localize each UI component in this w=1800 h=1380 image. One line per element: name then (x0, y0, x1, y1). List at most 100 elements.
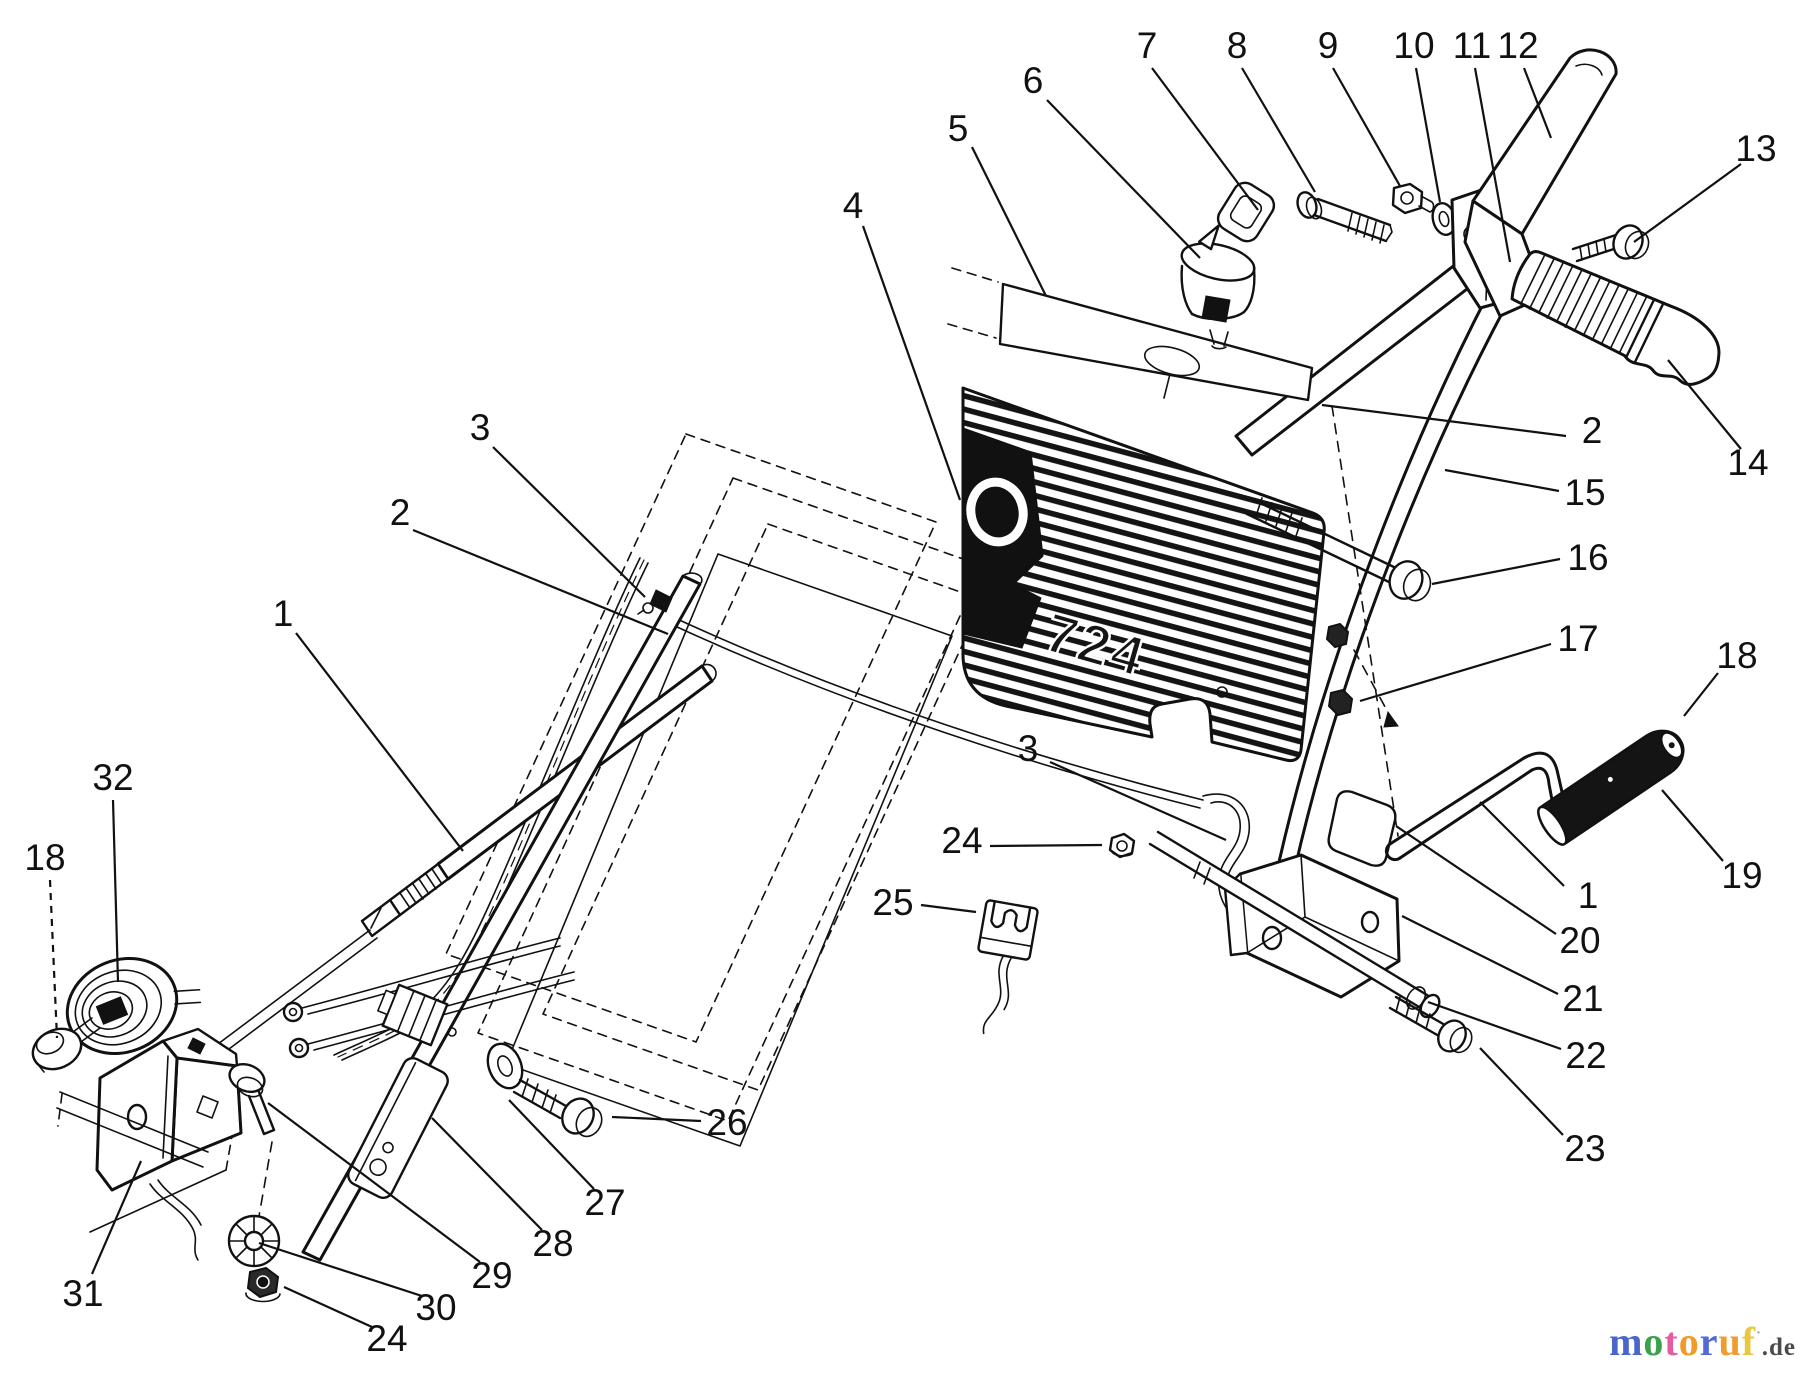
leader-line-9 (1332, 67, 1401, 187)
clamp-block (377, 983, 449, 1047)
nut-17 (1325, 622, 1399, 728)
leader-line-2 (412, 528, 669, 636)
flange-nut-24-mid (1108, 832, 1136, 859)
leader-line-27 (508, 1099, 595, 1190)
callout-8: 8 (1227, 25, 1248, 66)
washer-27 (486, 1042, 524, 1090)
toro-logo-letter-o (966, 477, 1028, 547)
leader-line-11 (1473, 67, 1512, 263)
leader-line-23 (1479, 1047, 1564, 1136)
mount-bracket-21 (1223, 853, 1401, 999)
callout-27: 27 (584, 1182, 625, 1223)
cable-conduit (333, 557, 649, 1061)
callout-18: 18 (1716, 635, 1757, 676)
leader-line-29 (267, 1102, 481, 1263)
ignition-key (1197, 181, 1276, 251)
leader-line-14 (1667, 359, 1742, 450)
callout-24: 24 (366, 1318, 407, 1359)
cap-18-left (31, 1027, 83, 1073)
leader-line-2 (1321, 403, 1567, 438)
callout-32: 32 (92, 757, 133, 798)
callout-4: 4 (843, 185, 864, 226)
callout-20: 20 (1559, 920, 1600, 961)
leader-line-22 (1427, 1000, 1562, 1051)
callout-16: 16 (1567, 537, 1608, 578)
callout-9: 9 (1318, 25, 1339, 66)
leader-line-10 (1414, 67, 1442, 203)
leader-line-20 (1395, 825, 1557, 935)
callout-12: 12 (1497, 25, 1538, 66)
callout-25: 25 (872, 882, 913, 923)
watermark-letter: o (1678, 1319, 1700, 1364)
control-panel-strip (947, 267, 1314, 402)
leader-line-5 (971, 146, 1047, 297)
leader-line-3 (1049, 760, 1227, 842)
engine-cover: 724 (961, 386, 1326, 762)
callout-23: 23 (1564, 1128, 1605, 1169)
callout-14: 14 (1727, 442, 1768, 483)
watermark-letter: f (1741, 1319, 1757, 1364)
callout-28: 28 (532, 1223, 573, 1264)
callout-26: 26 (706, 1102, 747, 1143)
flange-nut-24-bottom (245, 1266, 281, 1303)
bolt-16 (1245, 497, 1432, 602)
leader-line-8 (1241, 67, 1316, 193)
hand-grip-14 (1510, 250, 1721, 386)
watermark-letter: t (1664, 1319, 1679, 1364)
callout-29: 29 (471, 1255, 512, 1296)
carriage-bolt-29 (228, 1062, 276, 1223)
control-cable (661, 611, 1204, 809)
watermark-letter: m (1609, 1319, 1644, 1364)
callout-3: 3 (470, 407, 491, 448)
flat-plate-28 (347, 1056, 449, 1200)
leader-line-1 (295, 632, 464, 852)
callout-10: 10 (1393, 25, 1434, 66)
callout-19: 19 (1721, 855, 1762, 896)
callout-7: 7 (1137, 25, 1158, 66)
callout-30: 30 (415, 1287, 456, 1328)
upper-handle-bent-tube-12 (1471, 48, 1618, 236)
dashed-panel-outlines (445, 433, 984, 1147)
callout-22: 22 (1565, 1035, 1606, 1076)
callout-6: 6 (1023, 60, 1044, 101)
bolt-23 (1388, 995, 1473, 1054)
ignition-switch (1180, 242, 1256, 350)
leader-line-26 (611, 1115, 702, 1123)
u-bracket-31 (95, 1027, 243, 1192)
leader-line-32 (111, 799, 120, 983)
callout-18: 18 (24, 837, 65, 878)
cable-clamp-bolt (649, 589, 673, 613)
phantom-mount-plate (56, 1091, 233, 1261)
leader-line-16 (1431, 557, 1561, 586)
callout-1: 1 (1578, 875, 1599, 916)
leader-line-18 (48, 879, 59, 1039)
watermark-letter: u (1718, 1319, 1742, 1364)
leader-line-31 (90, 1160, 143, 1275)
leader-line-25 (920, 903, 977, 914)
leader-line-24 (989, 843, 1103, 848)
leader-line-17 (1359, 642, 1552, 703)
watermark-motoruf: motoruf·.de (1600, 1322, 1796, 1362)
callout-2: 2 (1582, 410, 1603, 451)
watermark-letter: r (1699, 1319, 1719, 1364)
callout-5: 5 (948, 108, 969, 149)
callout-31: 31 (62, 1273, 103, 1314)
leader-line-21 (1401, 915, 1559, 995)
hex-nut-9 (1391, 182, 1435, 215)
callout-2: 2 (390, 492, 411, 533)
bolt-26 (512, 1078, 603, 1138)
leader-line-13 (1633, 163, 1742, 243)
bolt-13 (1571, 224, 1650, 263)
leader-line-15 (1444, 468, 1560, 493)
leader-line-1 (1479, 801, 1565, 887)
watermark-letter: o (1643, 1319, 1665, 1364)
callout-24: 24 (941, 820, 982, 861)
callout-15: 15 (1564, 472, 1605, 513)
leader-line-24 (283, 1285, 373, 1329)
watermark-suffix: .de (1761, 1334, 1796, 1361)
leader-line-6 (1046, 99, 1201, 259)
cover-grille-hatching (962, 388, 1325, 761)
alignment-dash-line (1331, 405, 1399, 837)
